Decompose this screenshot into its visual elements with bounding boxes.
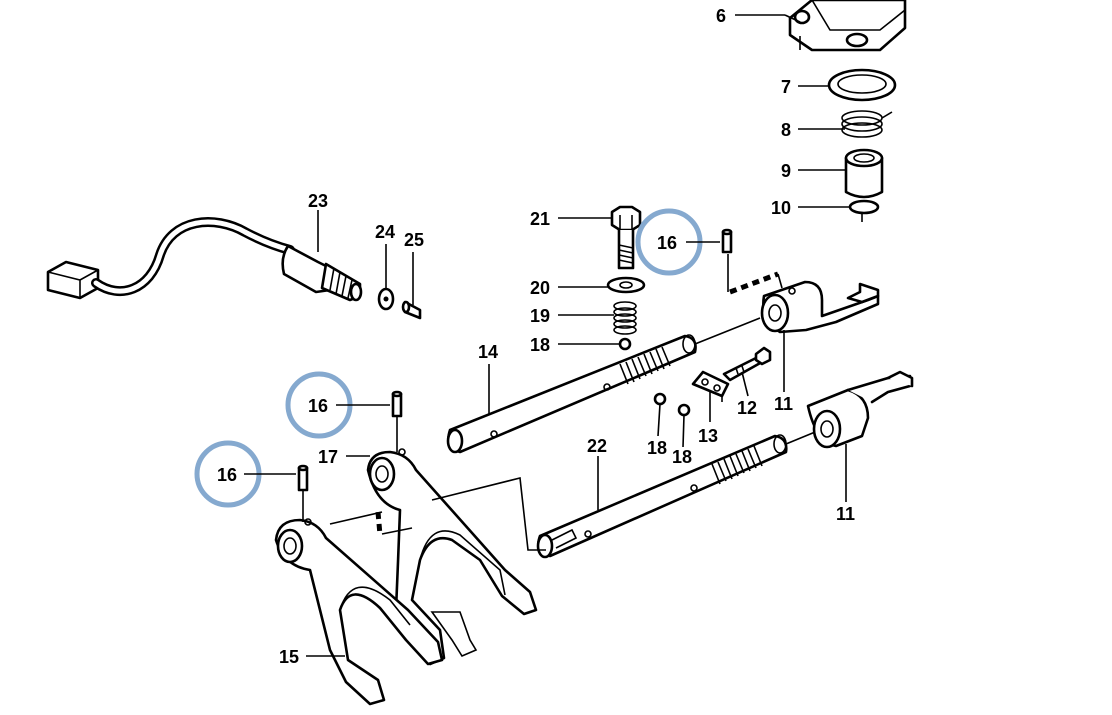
callout-19: 19 [530,306,550,326]
callout-16: 16 [217,465,237,485]
assembly-guide-line [329,511,383,525]
assembly-guide-dashes [375,511,383,536]
callout-23: 23 [308,191,328,211]
callout-18: 18 [530,335,550,355]
part-10-circlip[interactable] [848,199,880,222]
callout-9: 9 [781,161,791,181]
part-23-sensor-cable[interactable] [46,217,363,302]
assembly-guide-dashes [729,271,779,295]
callout-11: 11 [836,504,855,524]
part-9-bushing[interactable] [844,148,884,199]
assembly-guide-line [431,477,546,551]
part-18-ball[interactable] [653,392,667,406]
callout-16: 16 [308,396,328,416]
leader-lines [244,14,850,657]
part-12-screw[interactable] [722,346,772,382]
part-14-shift-rod[interactable] [446,317,761,454]
part-16-pin[interactable] [297,464,309,522]
callout-13: 13 [698,426,718,446]
callout-12: 12 [737,398,757,418]
part-15-shift-fork[interactable] [274,518,444,706]
part-16-pin[interactable] [391,390,403,452]
part-22-shift-rod[interactable] [536,429,821,559]
part-21-bolt[interactable] [610,205,642,270]
part-24-washer[interactable] [377,287,395,311]
part-18-ball[interactable] [677,403,691,417]
callout-20: 20 [530,278,550,298]
callout-labels: 6 7 8 9 10 23 24 25 21 16 20 19 18 14 11… [217,6,855,667]
callout-7: 7 [781,77,791,97]
callout-16: 16 [657,233,677,253]
part-20-washer[interactable] [606,276,646,294]
callout-18: 18 [672,447,692,467]
assembly-guide-line [777,273,783,289]
part-11-shift-block-lower[interactable] [806,370,914,449]
part-25-pin[interactable] [401,300,422,320]
callout-10: 10 [771,198,791,218]
part-7-o-ring[interactable] [827,68,897,102]
callout-14: 14 [478,342,498,362]
callout-17: 17 [318,447,338,467]
part-11-shift-block-upper[interactable] [760,280,880,334]
callout-6: 6 [716,6,726,26]
callout-25: 25 [404,230,424,250]
part-8-spring[interactable] [841,110,893,138]
callout-15: 15 [279,647,299,667]
callout-21: 21 [530,209,550,229]
callout-18: 18 [647,438,667,458]
part-18-ball[interactable] [618,337,632,351]
part-16-pin[interactable] [721,228,733,254]
part-13-plate[interactable] [691,370,730,402]
callout-22: 22 [587,436,607,456]
part-6-housing[interactable] [788,0,907,52]
part-19-spring[interactable] [613,301,637,335]
callout-11: 11 [774,394,793,414]
callout-8: 8 [781,120,791,140]
assembly-guide-line [381,527,413,535]
callout-24: 24 [375,222,395,242]
part-17-shift-fork[interactable] [366,448,538,666]
